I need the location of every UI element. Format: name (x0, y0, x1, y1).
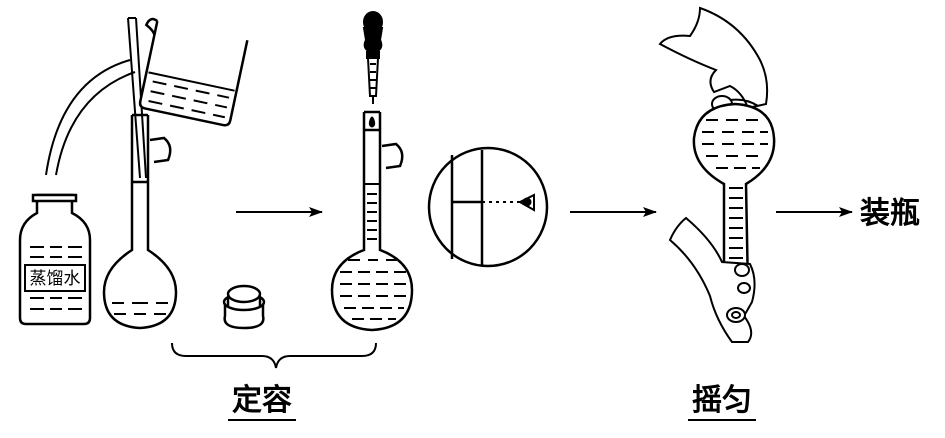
brace-icon (171, 342, 377, 369)
hand-icon (658, 6, 769, 113)
stopper-icon (222, 284, 266, 330)
hand-icon (668, 216, 756, 343)
step-label-shake: 摇匀 (692, 383, 752, 418)
transfer-tube (45, 59, 136, 176)
step-label-constant-volume: 定容 (232, 383, 292, 418)
eye-icon (517, 193, 535, 212)
bottle-label: 蒸馏水 (30, 269, 81, 289)
volumetric-flask-left (102, 113, 178, 330)
magnified-view (427, 146, 549, 268)
bottling-label: 装瓶 (860, 196, 920, 231)
beaker (138, 17, 249, 127)
volumetric-flask-middle (330, 110, 414, 332)
distilled-water-bottle (18, 193, 92, 326)
volumetric-flask-right (692, 102, 776, 292)
dropper-icon (362, 11, 384, 104)
